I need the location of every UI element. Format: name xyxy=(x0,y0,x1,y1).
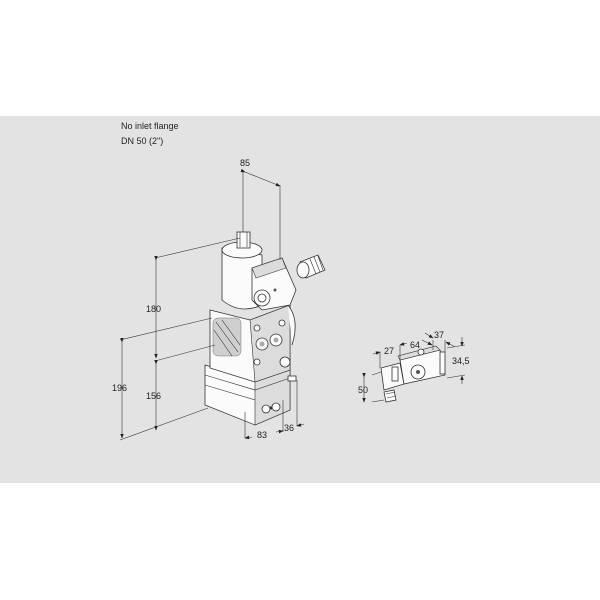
dim-37: 37 xyxy=(434,330,444,340)
dim-27: 27 xyxy=(384,346,394,356)
drawing-background-band xyxy=(0,116,600,483)
caption-flange: No inlet flange xyxy=(121,121,179,131)
dim-34-5: 34,5 xyxy=(452,356,470,366)
dim-85: 85 xyxy=(240,158,250,168)
dim-156: 156 xyxy=(146,391,161,401)
dim-83: 83 xyxy=(257,430,267,440)
middle-body xyxy=(209,304,296,383)
solenoid-head xyxy=(221,231,297,311)
dim-50: 50 xyxy=(358,385,368,395)
dim-36: 36 xyxy=(284,423,294,433)
dim-180: 180 xyxy=(146,304,161,314)
caption-dn-size: DN 50 (2") xyxy=(121,136,164,146)
dim-196: 196 xyxy=(112,383,127,393)
accessory-drawing: 50 27 64 37 34,5 xyxy=(358,330,470,403)
main-valve-drawing: 85 180 196 156 83 36 xyxy=(112,158,326,441)
cable-gland-icon xyxy=(296,254,326,279)
dim-64: 64 xyxy=(410,340,420,350)
lower-body xyxy=(204,364,297,426)
